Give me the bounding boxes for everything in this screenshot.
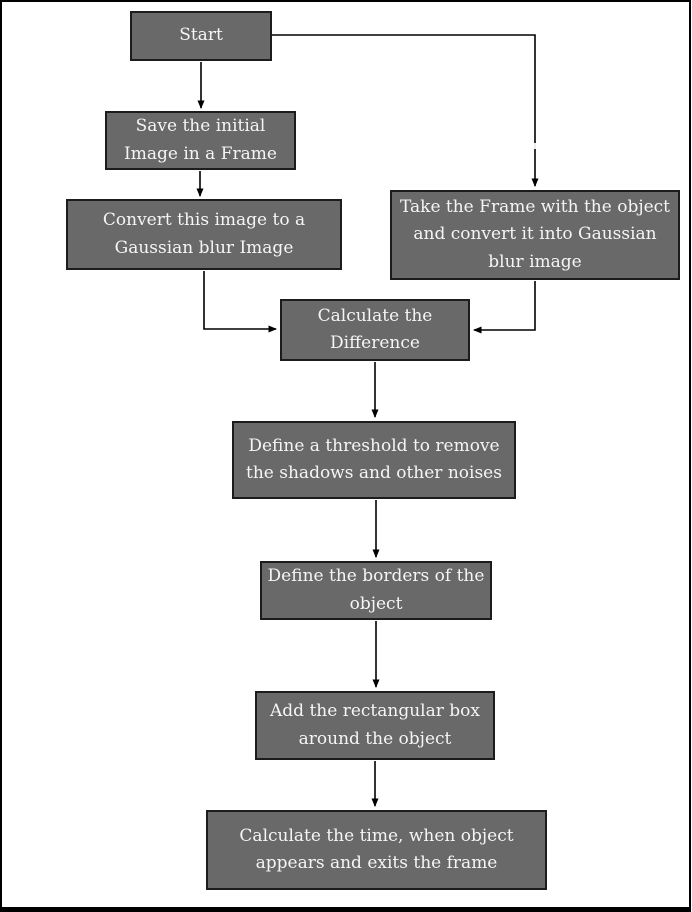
node-take-frame-gaussian: Take the Frame with the object and conve… <box>390 190 680 280</box>
node-save-initial-frame: Save the initial Image in a Frame <box>105 111 296 170</box>
node-calculate-time: Calculate the time, when object appears … <box>206 810 547 890</box>
node-start: Start <box>130 11 272 61</box>
line-gap-artifact <box>533 143 537 149</box>
node-start-label: Start <box>179 25 223 46</box>
node-add-rectangular-box: Add the rectangular box around the objec… <box>255 691 495 760</box>
edge-take-frame-to-difference <box>473 281 536 334</box>
node-calculate-time-label: Calculate the time, when object appears … <box>239 825 514 873</box>
node-define-borders: Define the borders of the object <box>260 561 492 620</box>
node-calculate-difference: Calculate the Difference <box>280 299 470 361</box>
node-convert-gaussian-label: Convert this image to a Gaussian blur Im… <box>102 210 306 258</box>
edge-start-to-take-frame <box>272 34 539 187</box>
node-add-rectangular-box-label: Add the rectangular box around the objec… <box>270 701 480 749</box>
node-save-initial-frame-label: Save the initial Image in a Frame <box>124 116 277 164</box>
node-convert-gaussian: Convert this image to a Gaussian blur Im… <box>66 199 342 270</box>
node-define-threshold-label: Define a threshold to remove the shadows… <box>246 435 502 483</box>
node-take-frame-gaussian-label: Take the Frame with the object and conve… <box>399 197 671 272</box>
edge-convert-to-difference <box>203 271 277 333</box>
node-calculate-difference-label: Calculate the Difference <box>317 305 433 353</box>
node-define-borders-label: Define the borders of the object <box>267 566 485 614</box>
node-define-threshold: Define a threshold to remove the shadows… <box>232 421 516 499</box>
